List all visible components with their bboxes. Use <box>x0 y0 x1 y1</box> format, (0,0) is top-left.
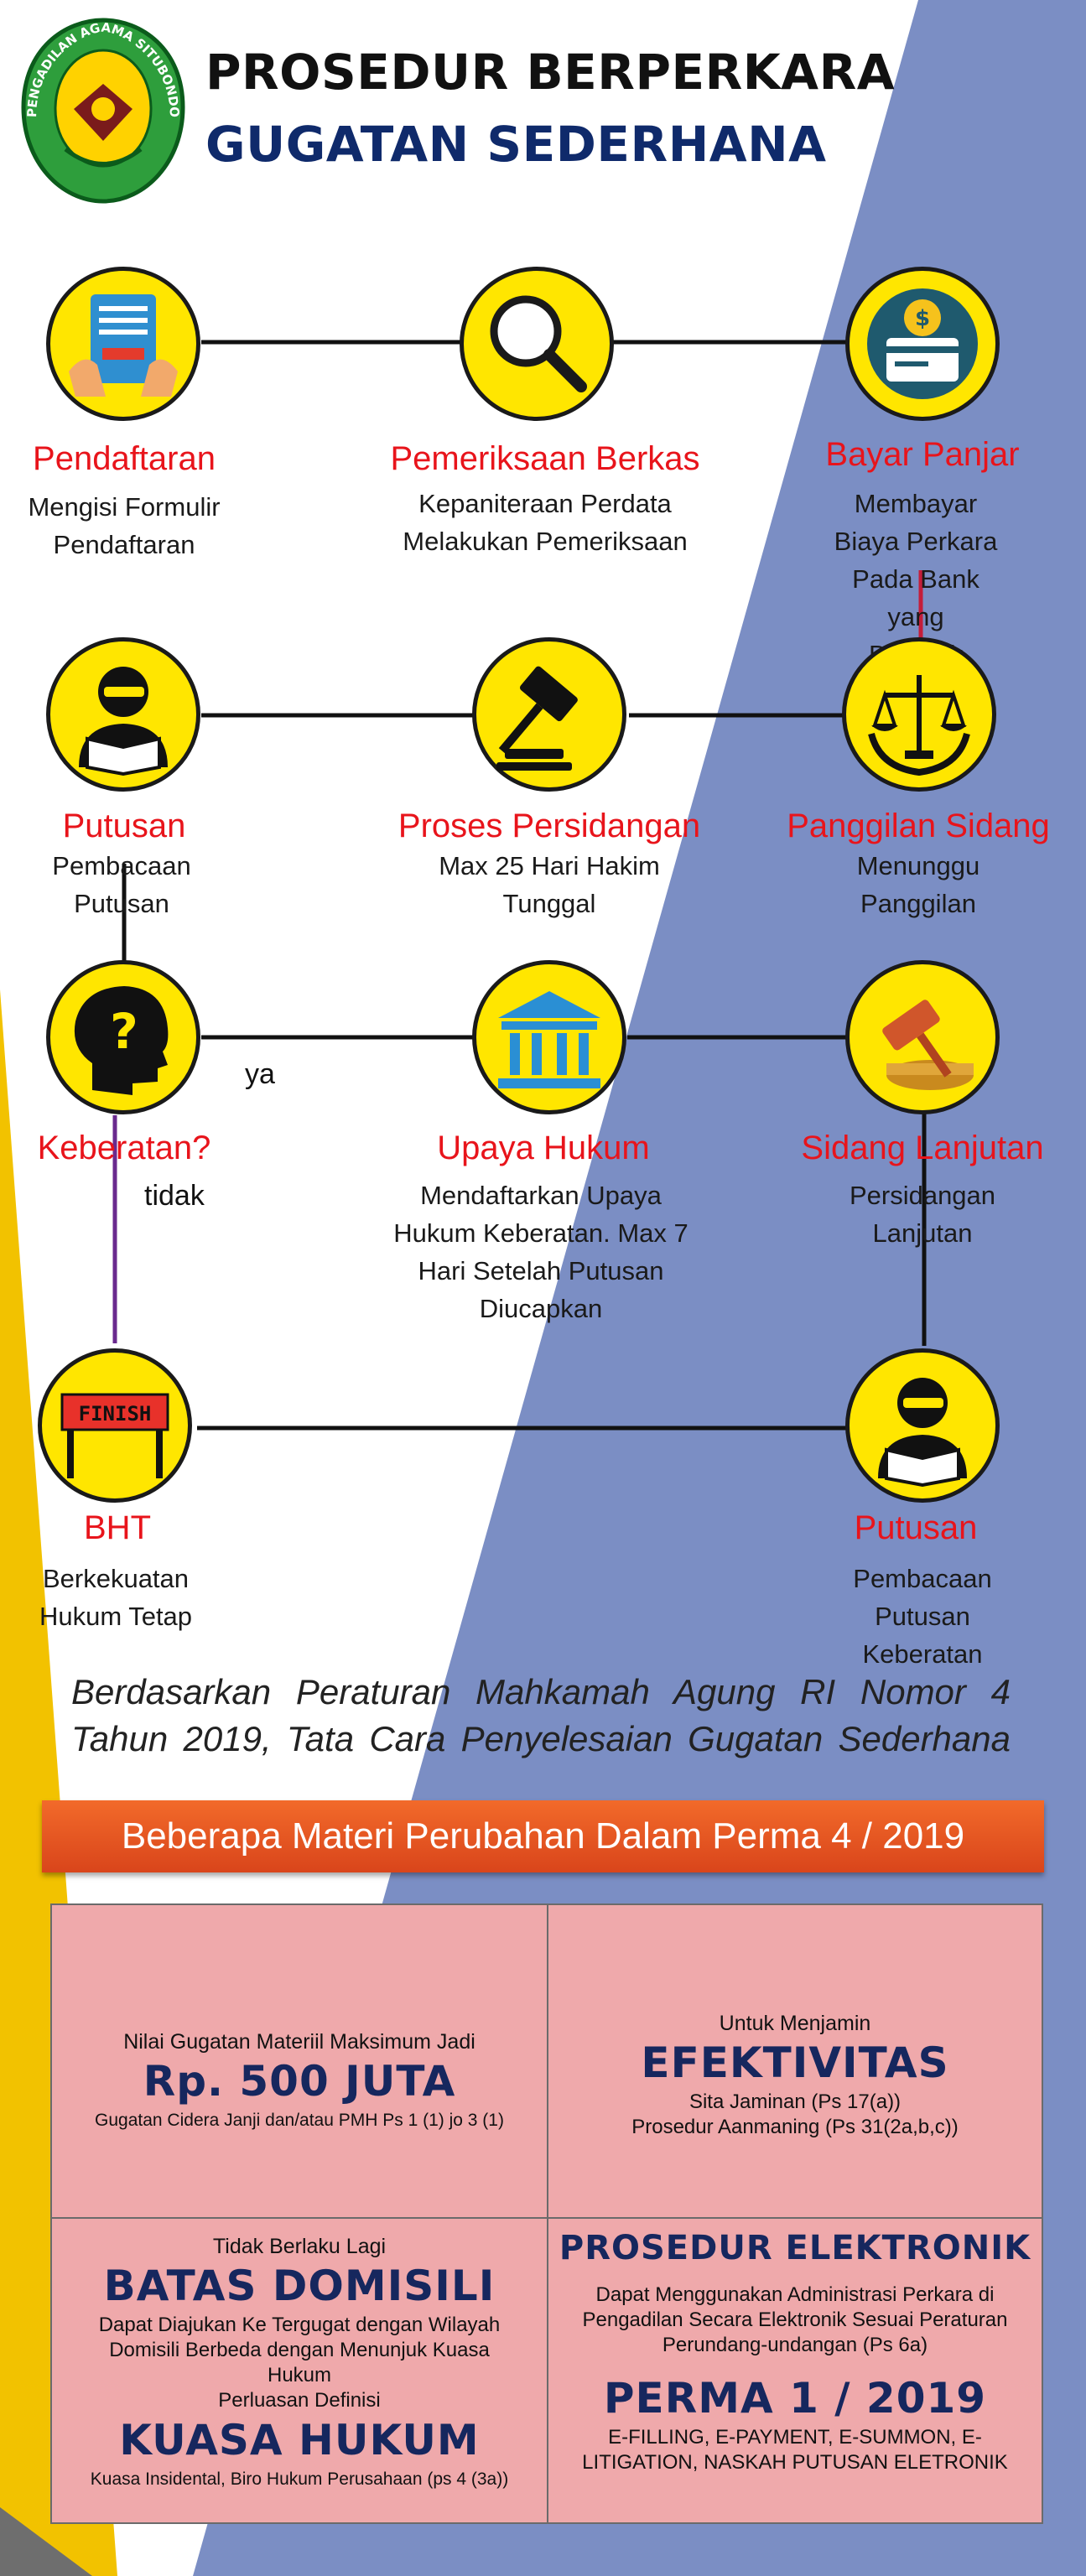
node-panggilan-sidang <box>842 637 996 792</box>
branch-yes-label: ya <box>245 1058 275 1090</box>
step-title-lanjutan: Sidang Lanjutan <box>801 1130 1044 1166</box>
box-efektivitas: Untuk Menjamin EFEKTIVITAS Sita Jaminan … <box>631 2012 959 2138</box>
grey-corner <box>0 2507 92 2576</box>
magnifier-icon <box>490 295 587 392</box>
step-title-pendaftaran: Pendaftaran <box>33 440 216 477</box>
node-putusan-keberatan <box>845 1348 1000 1503</box>
node-bht: FINISH <box>38 1348 192 1503</box>
finish-text: FINISH <box>79 1402 152 1426</box>
logo-text: PENGADILAN AGAMA SITUBONDO <box>24 20 182 118</box>
step-title-bht: BHT <box>84 1509 151 1546</box>
step-title-putusan2: Putusan <box>854 1509 978 1546</box>
node-bayar-panjar: $ <box>845 267 1000 421</box>
box-prosedur-elektronik: PROSEDUR ELEKTRONIK Dapat Menggunakan Ad… <box>559 2229 1031 2474</box>
finish-banner-icon: FINISH <box>60 1393 169 1478</box>
node-proses-persidangan <box>472 637 626 792</box>
changes-grid: Nilai Gugatan Materiil Maksimum Jadi Rp.… <box>50 1903 1043 2524</box>
page-title-line2: GUGATAN SEDERHANA <box>205 116 827 173</box>
step-title-keberatan: Keberatan? <box>37 1130 211 1166</box>
step-title-putusan: Putusan <box>62 808 186 844</box>
branch-no-label: tidak <box>144 1180 205 1212</box>
courthouse-icon <box>498 991 600 1088</box>
svg-text:?: ? <box>110 1003 138 1060</box>
node-putusan <box>46 637 200 792</box>
step-desc-lanjutan: Persidangan Lanjutan <box>849 1181 996 1248</box>
reader-person-icon <box>79 667 168 776</box>
grid-divider-vertical <box>547 1905 548 2522</box>
reader-person-icon <box>878 1378 967 1488</box>
node-pemeriksaan-berkas <box>460 267 614 421</box>
node-pendaftaran <box>46 267 200 421</box>
node-sidang-lanjutan <box>845 960 1000 1114</box>
page-title-line1: PROSEDUR BERPERKARA <box>205 44 896 101</box>
step-title-pemeriksaan: Pemeriksaan Berkas <box>390 440 700 477</box>
payment-card-icon: $ <box>867 288 978 399</box>
connector-lines <box>122 340 927 1431</box>
node-upaya-hukum <box>472 960 626 1114</box>
svg-text:$: $ <box>915 306 930 331</box>
gavel-block-icon <box>882 1000 974 1090</box>
svg-text:PENGADILAN AGAMA SITUBONDO: PENGADILAN AGAMA SITUBONDO <box>24 20 182 118</box>
court-logo-icon <box>21 18 185 204</box>
node-keberatan: ? <box>46 960 200 1114</box>
registration-form-icon <box>69 294 178 397</box>
box-nilai-gugatan: Nilai Gugatan Materiil Maksimum Jadi Rp.… <box>95 2030 504 2130</box>
changes-banner: Beberapa Materi Perubahan Dalam Perma 4 … <box>42 1800 1044 1872</box>
step-desc-panggilan: Menunggu Panggilan <box>856 851 980 918</box>
step-title-upaya: Upaya Hukum <box>437 1130 650 1166</box>
logo-ring-text: PENGADILAN AGAMA SITUBONDO <box>24 20 182 118</box>
scales-of-justice-icon <box>868 675 970 776</box>
grid-divider-horizontal <box>52 2217 1042 2219</box>
thinking-head-icon: ? <box>74 986 169 1095</box>
gavel-icon <box>496 666 578 771</box>
step-title-panggilan: Panggilan Sidang <box>787 808 1050 844</box>
step-title-persidangan: Proses Persidangan <box>398 808 701 844</box>
regulation-note: Berdasarkan Peraturan Mahkamah Agung RI … <box>71 1672 1011 1758</box>
step-title-bayar: Bayar Panjar <box>825 436 1020 473</box>
box-batas-domisili: Tidak Berlaku Lagi BATAS DOMISILI Dapat … <box>90 2235 509 2489</box>
